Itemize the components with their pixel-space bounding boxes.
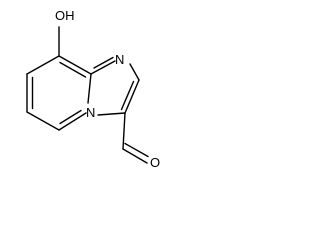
- bond-c8a-c8-inner: [59, 61, 87, 78]
- atom-label-oh: OH: [55, 8, 75, 23]
- atom-label-n1: N: [115, 52, 124, 67]
- bond-cho-o: [122, 148, 148, 164]
- bond-n1-c2: [129, 63, 140, 81]
- bond-c5-n4: [58, 112, 87, 131]
- bond-n4-c8a: [87, 73, 92, 104]
- bond-c3-n4: [97, 112, 126, 116]
- bond-c8-c7: [26, 55, 60, 75]
- bond-c2-c3: [124, 79, 140, 114]
- chemical-structure-diagram: OH N N O: [26, 8, 160, 170]
- bond-c6-c5: [26, 111, 60, 131]
- bond-c5-n4-inner: [59, 109, 82, 125]
- bond-cho-o-double: [124, 142, 149, 158]
- bond-c2-c3-inner: [120, 80, 135, 111]
- bond-c8a-n1: [90, 60, 116, 75]
- atom-label-n4: N: [86, 105, 95, 120]
- bond-c8a-c8: [58, 55, 92, 75]
- bond-c3-cho: [122, 112, 126, 150]
- atom-label-o-aldehyde: O: [150, 155, 160, 170]
- bond-c8a-n1-inner: [93, 56, 114, 69]
